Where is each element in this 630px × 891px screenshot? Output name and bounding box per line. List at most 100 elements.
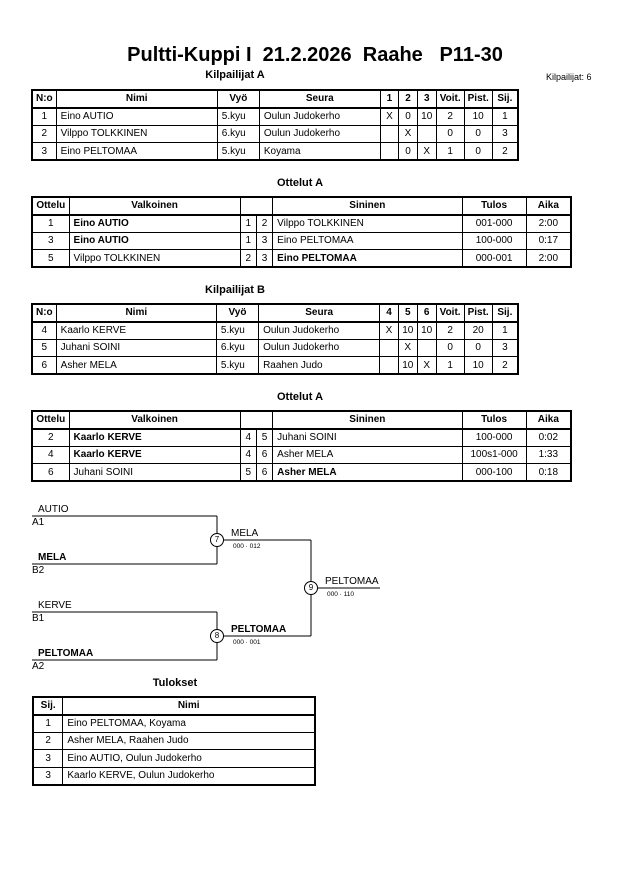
cell: Raahen Judo (258, 356, 381, 375)
col-header: Vyö (215, 303, 260, 323)
col-header: Seura (258, 89, 381, 109)
col-header: Pist. (463, 303, 493, 323)
rank: 2 (32, 731, 64, 750)
cell: 2 (491, 142, 519, 161)
table-row: 2 Asher MELA, Raahen Judo (32, 731, 316, 750)
match-time: 2:00 (525, 249, 572, 268)
match-9-score: 000 · 110 (327, 591, 354, 598)
matches-b-table: Ottelu Valkoinen Sininen Tulos Aika 2 Ka… (31, 410, 572, 482)
match-7-badge: 7 (210, 533, 224, 547)
col-header: Nimi (55, 89, 218, 109)
col-header: N:o (31, 303, 57, 323)
match-7-winner: MELA (231, 528, 259, 539)
col-header: Sij. (491, 89, 519, 109)
cell: 10 (397, 321, 418, 340)
cell: 10 (397, 356, 418, 375)
results-header-row: Sij. Nimi (32, 696, 316, 716)
pool-b-table: N:o Nimi Vyö Seura 4 5 6 Voit. Pist. Sij… (31, 303, 519, 375)
cell: 6 (31, 356, 57, 375)
col-header: Tulos (461, 196, 527, 216)
cell: 5 (31, 338, 57, 357)
table-row: 3 Eino AUTIO, Oulun Judokerho (32, 749, 316, 768)
match-9-badge: 9 (304, 581, 318, 595)
col-header: Aika (525, 196, 572, 216)
col-header: 5 (397, 303, 418, 323)
blue-no: 6 (255, 463, 274, 482)
cell: Oulun Judokerho (258, 124, 381, 143)
bracket-top1-seed: A1 (32, 517, 45, 528)
results-table: Sij. Nimi 1 Eino PELTOMAA, Koyama 2 Ashe… (32, 696, 316, 786)
col-header: Voit. (435, 89, 465, 109)
match-no: 5 (31, 249, 70, 268)
match-8-badge: 8 (210, 629, 224, 643)
table-row: 6 Juhani SOINI 5 6 Asher MELA 000-100 0:… (31, 463, 572, 482)
pool-b-heading: Kilpailijat B (205, 284, 265, 296)
cell: 2 (491, 356, 519, 375)
cell: 5.kyu (216, 142, 260, 161)
col-header: Nimi (62, 696, 316, 716)
col-header: Sij. (32, 696, 64, 716)
pool-b-header-row: N:o Nimi Vyö Seura 4 5 6 Voit. Pist. Sij… (31, 303, 519, 323)
col-header: Sij. (491, 303, 519, 323)
matches-a-header-row: Ottelu Valkoinen Sininen Tulos Aika (31, 196, 572, 216)
table-row: 3 Eino PELTOMAA 5.kyu Koyama 0 X 1 0 2 (31, 142, 519, 161)
table-row: 2 Kaarlo KERVE 4 5 Juhani SOINI 100-000 … (31, 428, 572, 447)
pool-a-header-row: N:o Nimi Vyö Seura 1 2 3 Voit. Pist. Sij… (31, 89, 519, 109)
table-row: 3 Kaarlo KERVE, Oulun Judokerho (32, 766, 316, 785)
bracket-bot2-name: PELTOMAA (38, 648, 94, 659)
placement-name: Eino PELTOMAA, Koyama (62, 714, 316, 733)
cell: 5.kyu (215, 356, 260, 375)
table-row: 3 Eino AUTIO 1 3 Eino PELTOMAA 100-000 0… (31, 231, 572, 250)
blue-no: 3 (255, 249, 274, 268)
cell: 10 (463, 356, 493, 375)
table-row: 4 Kaarlo KERVE 5.kyu Oulun Judokerho X 1… (31, 321, 519, 340)
col-header: Valkoinen (68, 410, 241, 430)
cell: 0 (463, 124, 493, 143)
competitors-count: Kilpailijat: 6 (546, 72, 592, 82)
bracket-top1-name: AUTIO (38, 504, 69, 515)
rank: 3 (32, 749, 64, 768)
pool-a-table: N:o Nimi Vyö Seura 1 2 3 Voit. Pist. Sij… (31, 89, 519, 161)
bracket-top2-name: KERVE (38, 600, 72, 611)
placement-name: Kaarlo KERVE, Oulun Judokerho (62, 766, 316, 785)
cell: 0 (463, 142, 493, 161)
table-row: 1 Eino AUTIO 1 2 Vilppo TOLKKINEN 001-00… (31, 214, 572, 233)
placement-name: Asher MELA, Raahen Judo (62, 731, 316, 750)
bracket-bot1-seed: B2 (32, 565, 45, 576)
table-row: 2 Vilppo TOLKKINEN 6.kyu Oulun Judokerho… (31, 124, 519, 143)
col-header: Aika (525, 410, 572, 430)
cell: X (416, 356, 437, 375)
white-player: Juhani SOINI (68, 463, 241, 482)
matches-a-table: Ottelu Valkoinen Sininen Tulos Aika 1 Ei… (31, 196, 572, 268)
pool-a-heading: Kilpailijat A (205, 69, 265, 81)
match-result: 000-100 (461, 463, 527, 482)
matches-a-heading: Ottelut A (276, 177, 324, 189)
results-heading: Tulokset (152, 677, 198, 689)
page-title: Pultti-Kuppi I 21.2.2026 Raahe P11-30 (127, 44, 503, 66)
match-time: 0:18 (525, 463, 572, 482)
match-9-winner: PELTOMAA (325, 576, 379, 587)
bracket-bot2-seed: A2 (32, 661, 45, 672)
col-header: Valkoinen (68, 196, 241, 216)
cell: 3 (31, 142, 57, 161)
match-7-score: 000 · 012 (233, 543, 261, 550)
table-row: 5 Vilppo TOLKKINEN 2 3 Eino PELTOMAA 000… (31, 249, 572, 268)
match-no: 6 (31, 463, 70, 482)
col-header: Vyö (216, 89, 260, 109)
col-header: Ottelu (31, 410, 70, 430)
match-result: 000-001 (461, 249, 527, 268)
matches-b-heading: Ottelut A (276, 391, 324, 403)
table-row: 1 Eino PELTOMAA, Koyama (32, 714, 316, 733)
match-no: 1 (31, 214, 70, 233)
match-8-winner: PELTOMAA (231, 624, 287, 635)
match-8-score: 000 · 001 (233, 639, 261, 646)
table-row: 6 Asher MELA 5.kyu Raahen Judo 10 X 1 10… (31, 356, 519, 375)
col-header: Ottelu (31, 196, 70, 216)
blue-no: 6 (255, 445, 274, 464)
col-header: Pist. (463, 89, 493, 109)
col-header: Tulos (461, 410, 527, 430)
placement-name: Eino AUTIO, Oulun Judokerho (62, 749, 316, 768)
match-result: 001-000 (461, 214, 527, 233)
bracket-bot1-name: MELA (38, 552, 67, 563)
col-header: Seura (258, 303, 381, 323)
